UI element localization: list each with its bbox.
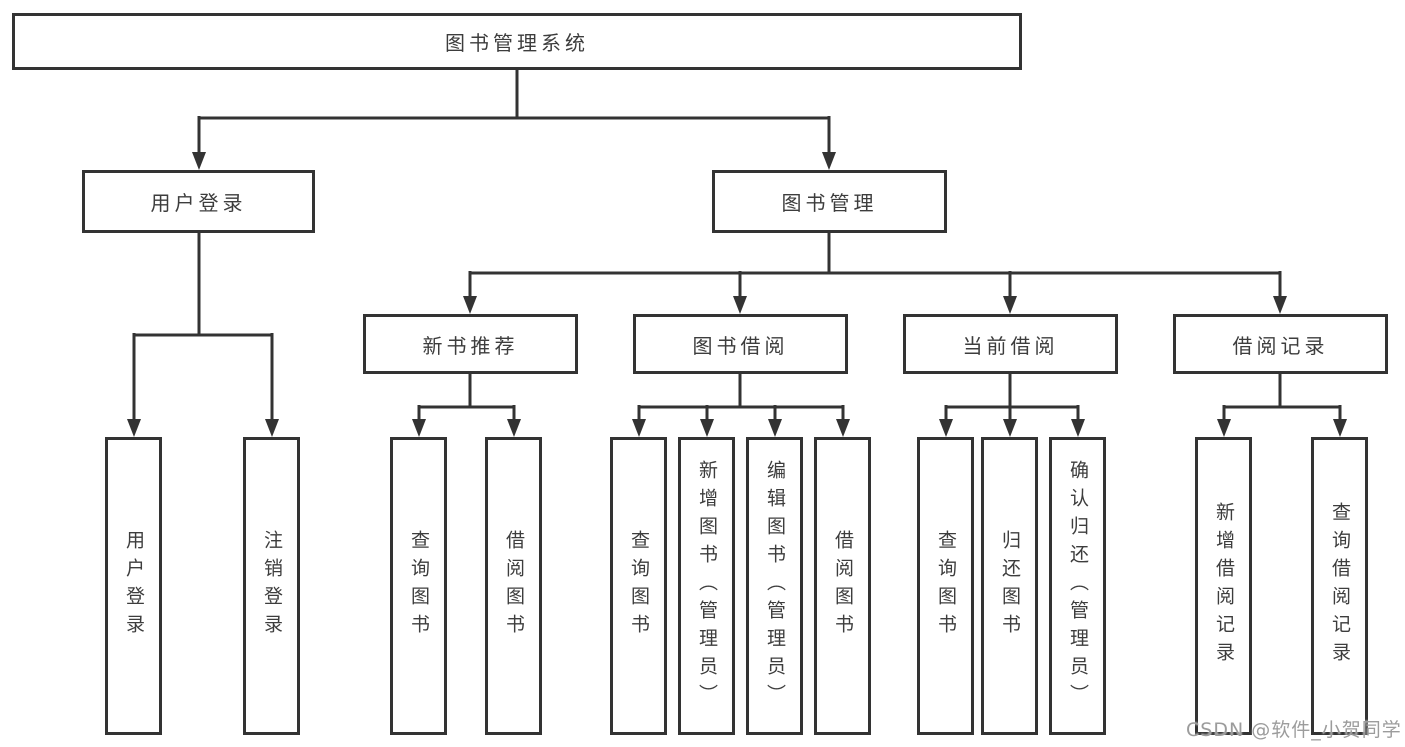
node-label: 借阅图书 bbox=[503, 530, 525, 642]
node-current-borrow: 当前借阅 bbox=[903, 314, 1118, 374]
leaf-add-book-admin: 新增图书（管理员） bbox=[678, 437, 735, 735]
leaf-logout: 注销登录 bbox=[243, 437, 300, 735]
node-label: 确认归还（管理员） bbox=[1067, 460, 1089, 712]
node-label: 图书管理 bbox=[781, 191, 878, 215]
leaf-edit-book-admin: 编辑图书（管理员） bbox=[746, 437, 803, 735]
node-root: 图书管理系统 bbox=[12, 13, 1022, 70]
connector-book-borrow bbox=[632, 374, 850, 437]
node-label: 注销登录 bbox=[261, 530, 283, 642]
node-label: 当前借阅 bbox=[962, 333, 1059, 358]
leaf-borrow-books-1: 借阅图书 bbox=[485, 437, 542, 735]
node-book-management: 图书管理 bbox=[712, 170, 947, 233]
node-label: 查询图书 bbox=[408, 530, 430, 642]
node-label: 查询借阅记录 bbox=[1329, 502, 1351, 670]
node-label: 查询图书 bbox=[935, 530, 957, 642]
leaf-query-books-1: 查询图书 bbox=[390, 437, 447, 735]
connector-book-management bbox=[463, 233, 1287, 314]
node-label: 新书推荐 bbox=[422, 333, 519, 358]
leaf-add-borrow-record: 新增借阅记录 bbox=[1195, 437, 1252, 735]
node-user-login: 用户登录 bbox=[82, 170, 315, 233]
connector-borrow-record bbox=[1217, 374, 1347, 437]
connector-new-book bbox=[412, 374, 521, 437]
node-label: 新增借阅记录 bbox=[1213, 502, 1235, 670]
node-label: 编辑图书（管理员） bbox=[764, 460, 786, 712]
node-label: 借阅图书 bbox=[832, 530, 854, 642]
leaf-return-book: 归还图书 bbox=[981, 437, 1038, 735]
node-borrow-records: 借阅记录 bbox=[1173, 314, 1388, 374]
leaf-confirm-return-admin: 确认归还（管理员） bbox=[1049, 437, 1106, 735]
connector-root bbox=[192, 70, 836, 170]
node-label: 借阅记录 bbox=[1232, 333, 1329, 358]
leaf-query-borrow-record: 查询借阅记录 bbox=[1311, 437, 1368, 735]
node-label: 归还图书 bbox=[999, 530, 1021, 642]
node-label: 用户登录 bbox=[150, 191, 247, 215]
node-label: 图书管理系统 bbox=[445, 31, 589, 55]
connector-user-login bbox=[127, 233, 279, 437]
node-label: 查询图书 bbox=[628, 530, 650, 642]
node-label: 新增图书（管理员） bbox=[696, 460, 718, 712]
node-book-borrow: 图书借阅 bbox=[633, 314, 848, 374]
connector-current-borrow bbox=[939, 374, 1085, 437]
leaf-query-books-3: 查询图书 bbox=[917, 437, 974, 735]
node-label: 图书借阅 bbox=[692, 333, 789, 358]
watermark: CSDN @软件_小贺同学 bbox=[1186, 719, 1402, 741]
leaf-borrow-books-2: 借阅图书 bbox=[814, 437, 871, 735]
node-label: 用户登录 bbox=[123, 530, 145, 642]
leaf-query-books-2: 查询图书 bbox=[610, 437, 667, 735]
node-new-book-recommend: 新书推荐 bbox=[363, 314, 578, 374]
leaf-user-login: 用户登录 bbox=[105, 437, 162, 735]
